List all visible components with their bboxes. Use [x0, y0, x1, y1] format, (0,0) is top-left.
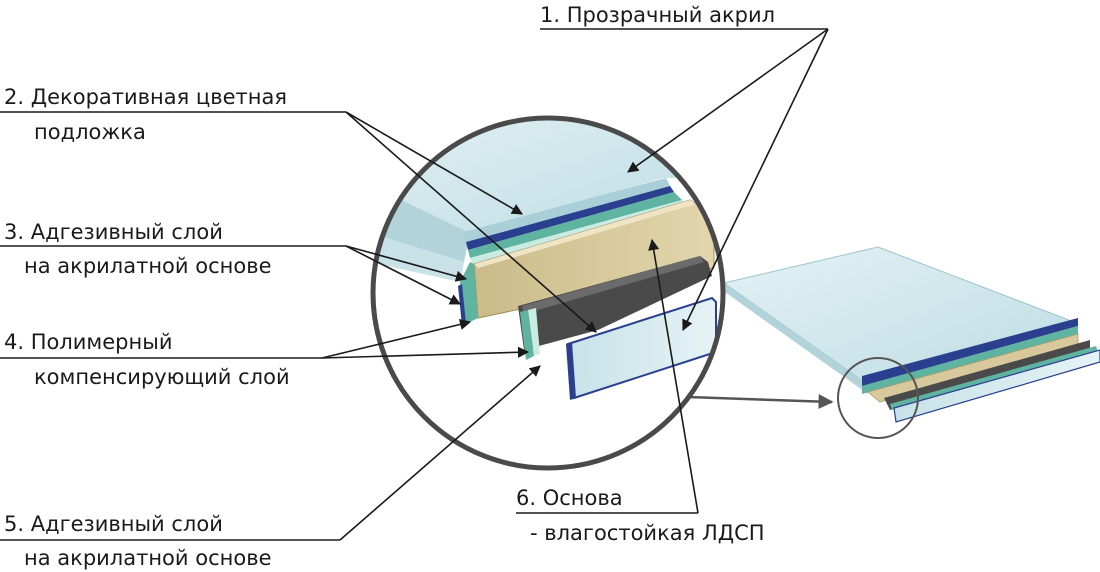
label-layer6-line2: - влагостойкая ЛДСП: [530, 521, 765, 545]
label-layer3-line2: на акрилатной основе: [24, 254, 272, 278]
label-layer2-line2: подложка: [34, 120, 146, 144]
label-layer3-line1: 3. Адгезивный слой: [4, 220, 223, 244]
label-layer6-line1: 6. Основа: [516, 486, 623, 510]
label-layer5-line2: на акрилатной основе: [24, 546, 272, 570]
label-layer4-line1: 4. Полимерный: [4, 330, 172, 354]
label-layer1: 1. Прозрачный акрил: [540, 3, 775, 27]
leader-lines: [0, 28, 829, 541]
small-panel: [722, 246, 1100, 439]
label-layer4-line2: компенсирующий слой: [34, 365, 290, 389]
magnified-cutaway: [373, 118, 723, 468]
label-layer5-line1: 5. Адгезивный слой: [4, 512, 223, 536]
zoom-arrow: [687, 394, 834, 410]
magnifier-circle: [370, 115, 726, 471]
zoom-marker-circle: [837, 357, 919, 439]
label-layer2-line1: 2. Декоративная цветная: [4, 85, 287, 109]
